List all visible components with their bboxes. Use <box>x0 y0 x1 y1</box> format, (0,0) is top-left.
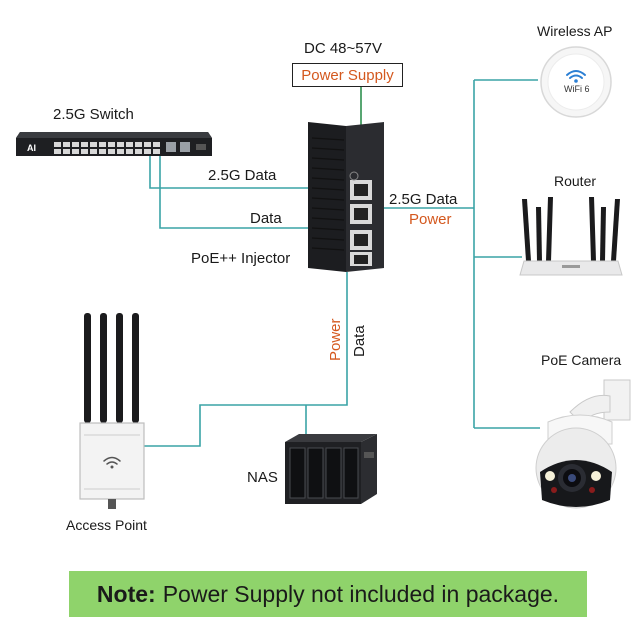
poe-injector-icon <box>308 122 384 272</box>
dc-voltage-label: DC 48~57V <box>304 40 382 57</box>
wire-switch-data <box>159 153 344 229</box>
injector-label: PoE++ Injector <box>191 250 291 267</box>
note-banner: Note: Power Supply not included in packa… <box>69 571 587 617</box>
switch-label: 2.5G Switch <box>53 106 134 123</box>
note-text: Power Supply not included in package. <box>162 580 560 607</box>
wireless-ap-icon <box>540 46 612 118</box>
wire-switch-25g-data <box>149 153 344 189</box>
data-25g-label-right: 2.5G Data <box>389 191 458 208</box>
wireless-ap-label: Wireless AP <box>537 23 613 39</box>
access-point-icon <box>79 313 145 509</box>
switch-icon <box>16 132 212 156</box>
wifi6-label: WiFi 6 <box>564 84 590 94</box>
power-label-vertical: Power <box>327 318 344 361</box>
nas-label: NAS <box>247 469 278 486</box>
power-label-right: Power <box>409 211 452 228</box>
poe-camera-icon <box>535 379 631 509</box>
wire-injector-down <box>142 272 348 447</box>
note-prefix: Note: <box>96 580 156 607</box>
router-icon <box>519 197 623 276</box>
data-label-vertical: Data <box>351 325 368 357</box>
access-point-label: Access Point <box>66 517 147 533</box>
power-supply-label: Power Supply <box>292 63 403 87</box>
data-25g-label-left: 2.5G Data <box>208 167 277 184</box>
data-label-left: Data <box>250 210 282 227</box>
nas-icon <box>285 434 377 504</box>
poe-camera-label: PoE Camera <box>541 352 622 368</box>
router-label: Router <box>554 173 597 189</box>
switch-brand: AI <box>27 143 36 153</box>
